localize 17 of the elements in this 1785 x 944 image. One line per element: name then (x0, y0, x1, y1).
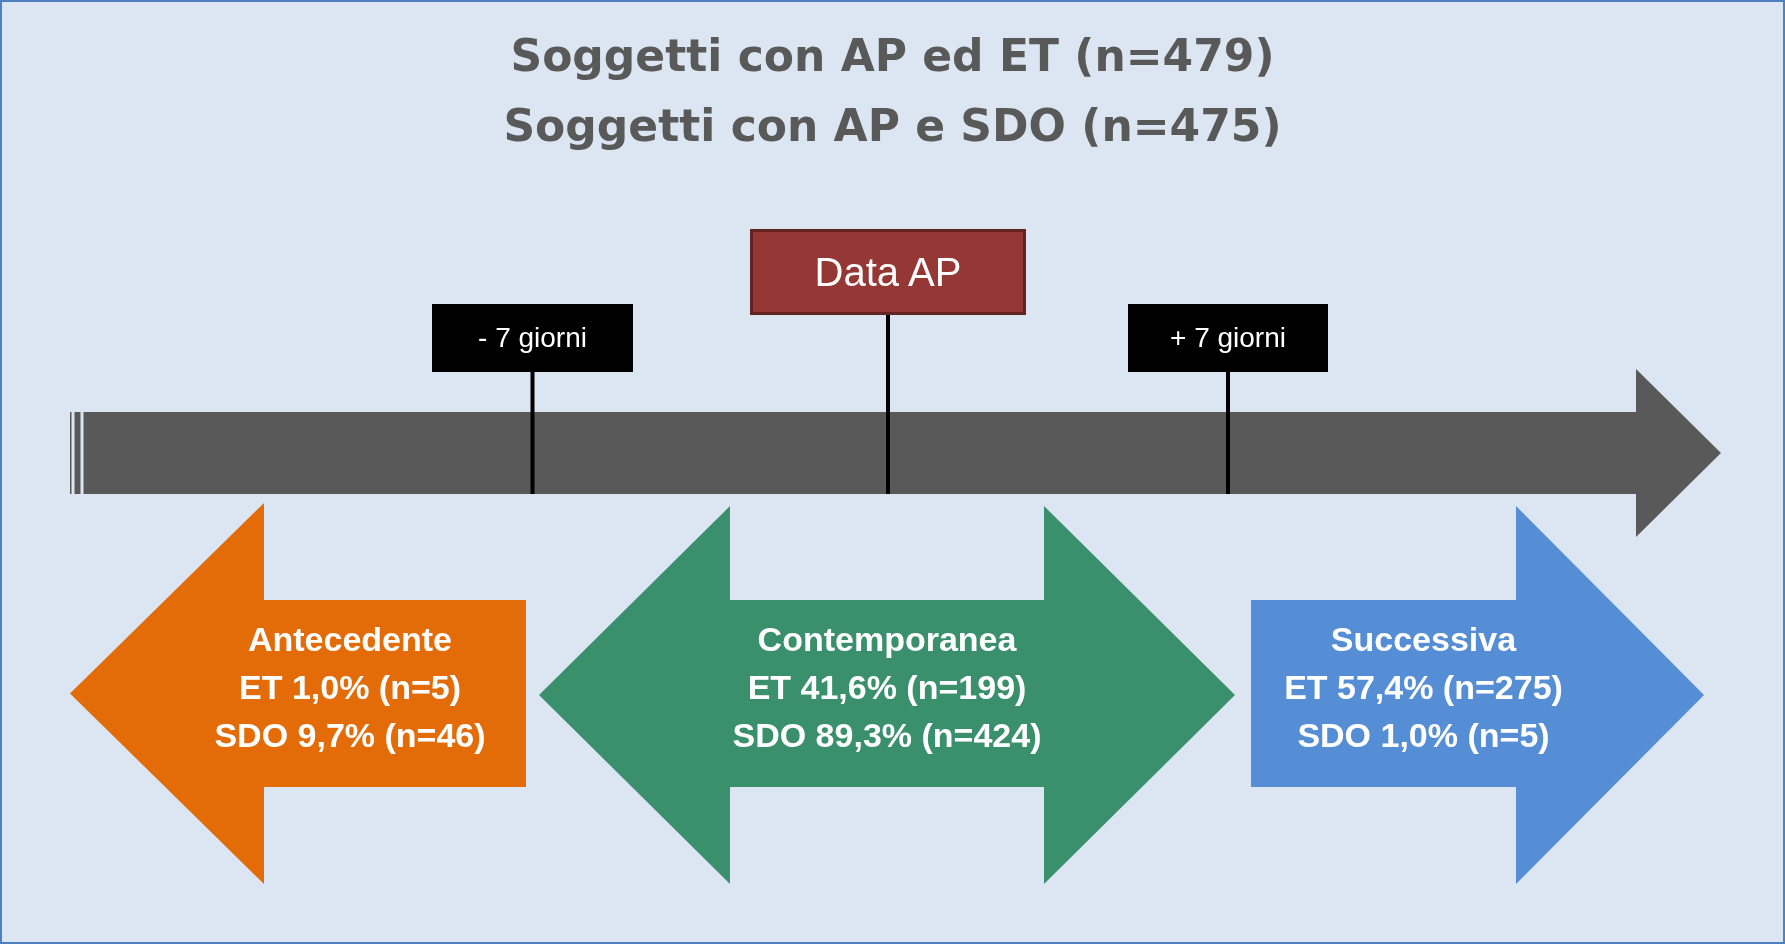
leader-line (1226, 372, 1230, 494)
date-label-box: Data AP (750, 229, 1026, 315)
stat-text: SDO 89,3% (n=424) (731, 716, 1043, 755)
category-heading: Contemporanea (756, 620, 1018, 659)
heading-text: Soggetti con AP ed ET (n=479) (509, 30, 1276, 81)
category-heading: Antecedente (246, 620, 454, 659)
stat-text: SDO 9,7% (n=46) (213, 716, 487, 755)
time-marker-label: + 7 giorni (1128, 304, 1328, 372)
time-marker-label: - 7 giorni (432, 304, 633, 372)
category-heading: Successiva (1329, 620, 1518, 659)
heading-text: Soggetti con AP e SDO (n=475) (502, 100, 1283, 151)
leader-line (530, 372, 535, 494)
leader-line (886, 315, 890, 494)
stat-text: ET 41,6% (n=199) (746, 668, 1028, 707)
stat-text: ET 57,4% (n=275) (1283, 668, 1564, 707)
stat-text: SDO 1,0% (n=5) (1296, 716, 1551, 755)
stat-text: ET 1,0% (n=5) (238, 668, 462, 707)
